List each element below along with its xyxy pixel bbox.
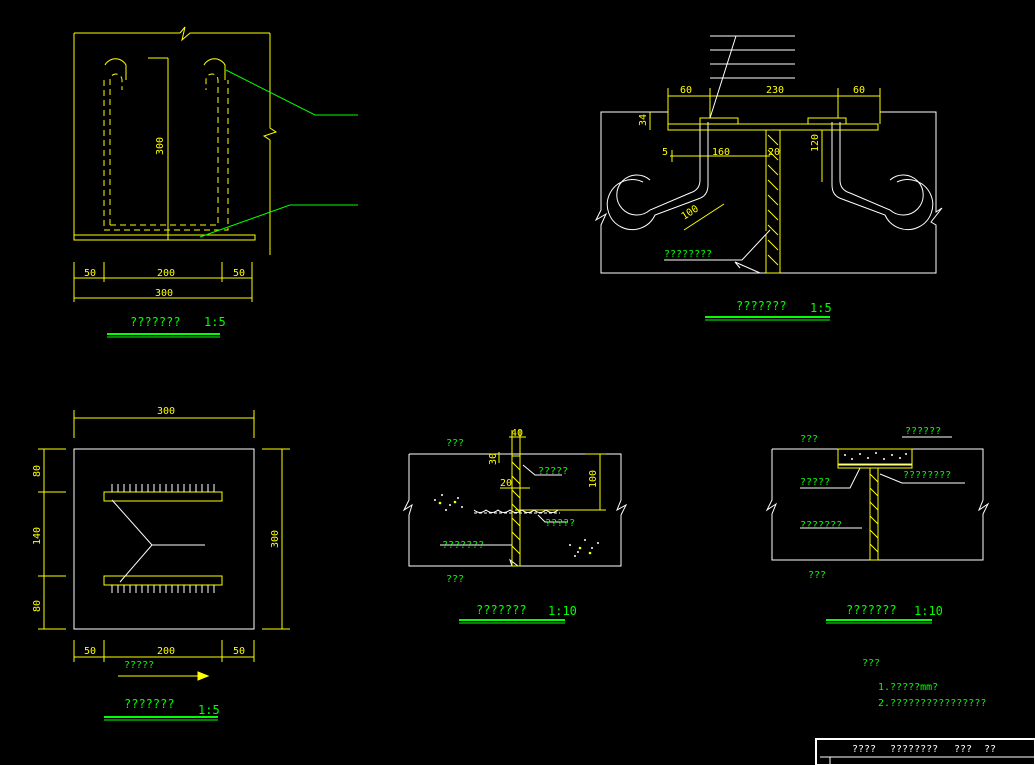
view2-dim-60b: 60: [853, 85, 865, 96]
view3-plan: [38, 410, 290, 681]
view4-title: ???????: [476, 603, 527, 617]
title-block: [815, 738, 1035, 765]
notes-line-2: 2.????????????????: [878, 698, 986, 709]
view1-dim-300-vert: 300: [155, 137, 166, 155]
view1-dim-200: 200: [157, 268, 175, 279]
notes-heading: ???: [862, 658, 880, 669]
view3-arrow-label: ?????: [124, 660, 154, 671]
view5-section: [765, 436, 990, 561]
view4-scale: 1:10: [548, 604, 577, 618]
view2-section: [594, 111, 943, 274]
view3-dim-50b: 50: [233, 646, 245, 657]
view1-dim-300: 300: [155, 288, 173, 299]
view4-section: [402, 430, 628, 567]
title-block-cell-3: ???: [954, 744, 972, 755]
view5-label-2: ?????: [800, 477, 830, 488]
view3-title: ???????: [124, 697, 175, 711]
notes-line-1: 1.?????mm?: [878, 682, 938, 693]
view5-label-4: ???????: [800, 520, 842, 531]
view2-label: ????????: [664, 249, 712, 260]
view5-title: ???????: [846, 603, 897, 617]
view1-title: ???????: [130, 315, 181, 329]
view1-leader-top: [225, 69, 358, 116]
view2-outline-right: [760, 111, 943, 274]
view2-title: ???????: [736, 299, 787, 313]
view3-dim-80b: 80: [32, 600, 43, 612]
view3-dim-300-right: 300: [270, 530, 281, 548]
view2-dim-5: 5: [662, 147, 668, 158]
view1-elevation: [73, 26, 278, 302]
view4-label-bottom-left: ???: [446, 574, 464, 585]
view4-dim-20: 20: [500, 478, 512, 489]
view4-dim-30: 30: [488, 453, 499, 465]
view4-label-top-left: ???: [446, 438, 464, 449]
view3-dim-80a: 80: [32, 465, 43, 477]
view2-dim-34: 34: [638, 114, 649, 126]
view3-dim-200: 200: [157, 646, 175, 657]
title-block-cell-1: ????: [852, 744, 876, 755]
view5-label-1: ??????: [905, 426, 941, 437]
view4-dim-40: 40: [511, 428, 523, 439]
title-block-cell-2: ????????: [890, 744, 938, 755]
view5-label-bottom-left: ???: [808, 570, 826, 581]
view2-outline-left: [594, 111, 760, 274]
view4-label-3: ???????: [442, 540, 484, 551]
view1-leader-bottom: [199, 204, 358, 238]
view1-dim-50b: 50: [233, 268, 245, 279]
view2-dim-60a: 60: [680, 85, 692, 96]
title-block-cell-4: ??: [984, 744, 996, 755]
view4-label-2: ?????: [545, 518, 575, 529]
view5-scale: 1:10: [914, 604, 943, 618]
view2-dim-230: 230: [766, 85, 784, 96]
view1-outline: [73, 33, 256, 241]
view5-label-3: ????????: [903, 470, 951, 481]
view4-dim-100: 100: [588, 470, 599, 488]
view2-dim-160: 160: [712, 147, 730, 158]
view3-dim-50a: 50: [84, 646, 96, 657]
view1-dim-50a: 50: [84, 268, 96, 279]
view5-label-top-left: ???: [800, 434, 818, 445]
view1-scale: 1:5: [204, 315, 226, 329]
view4-label-1: ?????: [538, 466, 568, 477]
view3-dim-300-top: 300: [157, 406, 175, 417]
view2-dim-20: 20: [768, 147, 780, 158]
view2-dim-120: 120: [810, 134, 821, 152]
view3-plate: [73, 448, 255, 630]
view3-scale: 1:5: [198, 703, 220, 717]
view3-dim-140: 140: [32, 527, 43, 545]
view2-dim-100: 100: [680, 203, 701, 222]
view2-scale: 1:5: [810, 301, 832, 315]
